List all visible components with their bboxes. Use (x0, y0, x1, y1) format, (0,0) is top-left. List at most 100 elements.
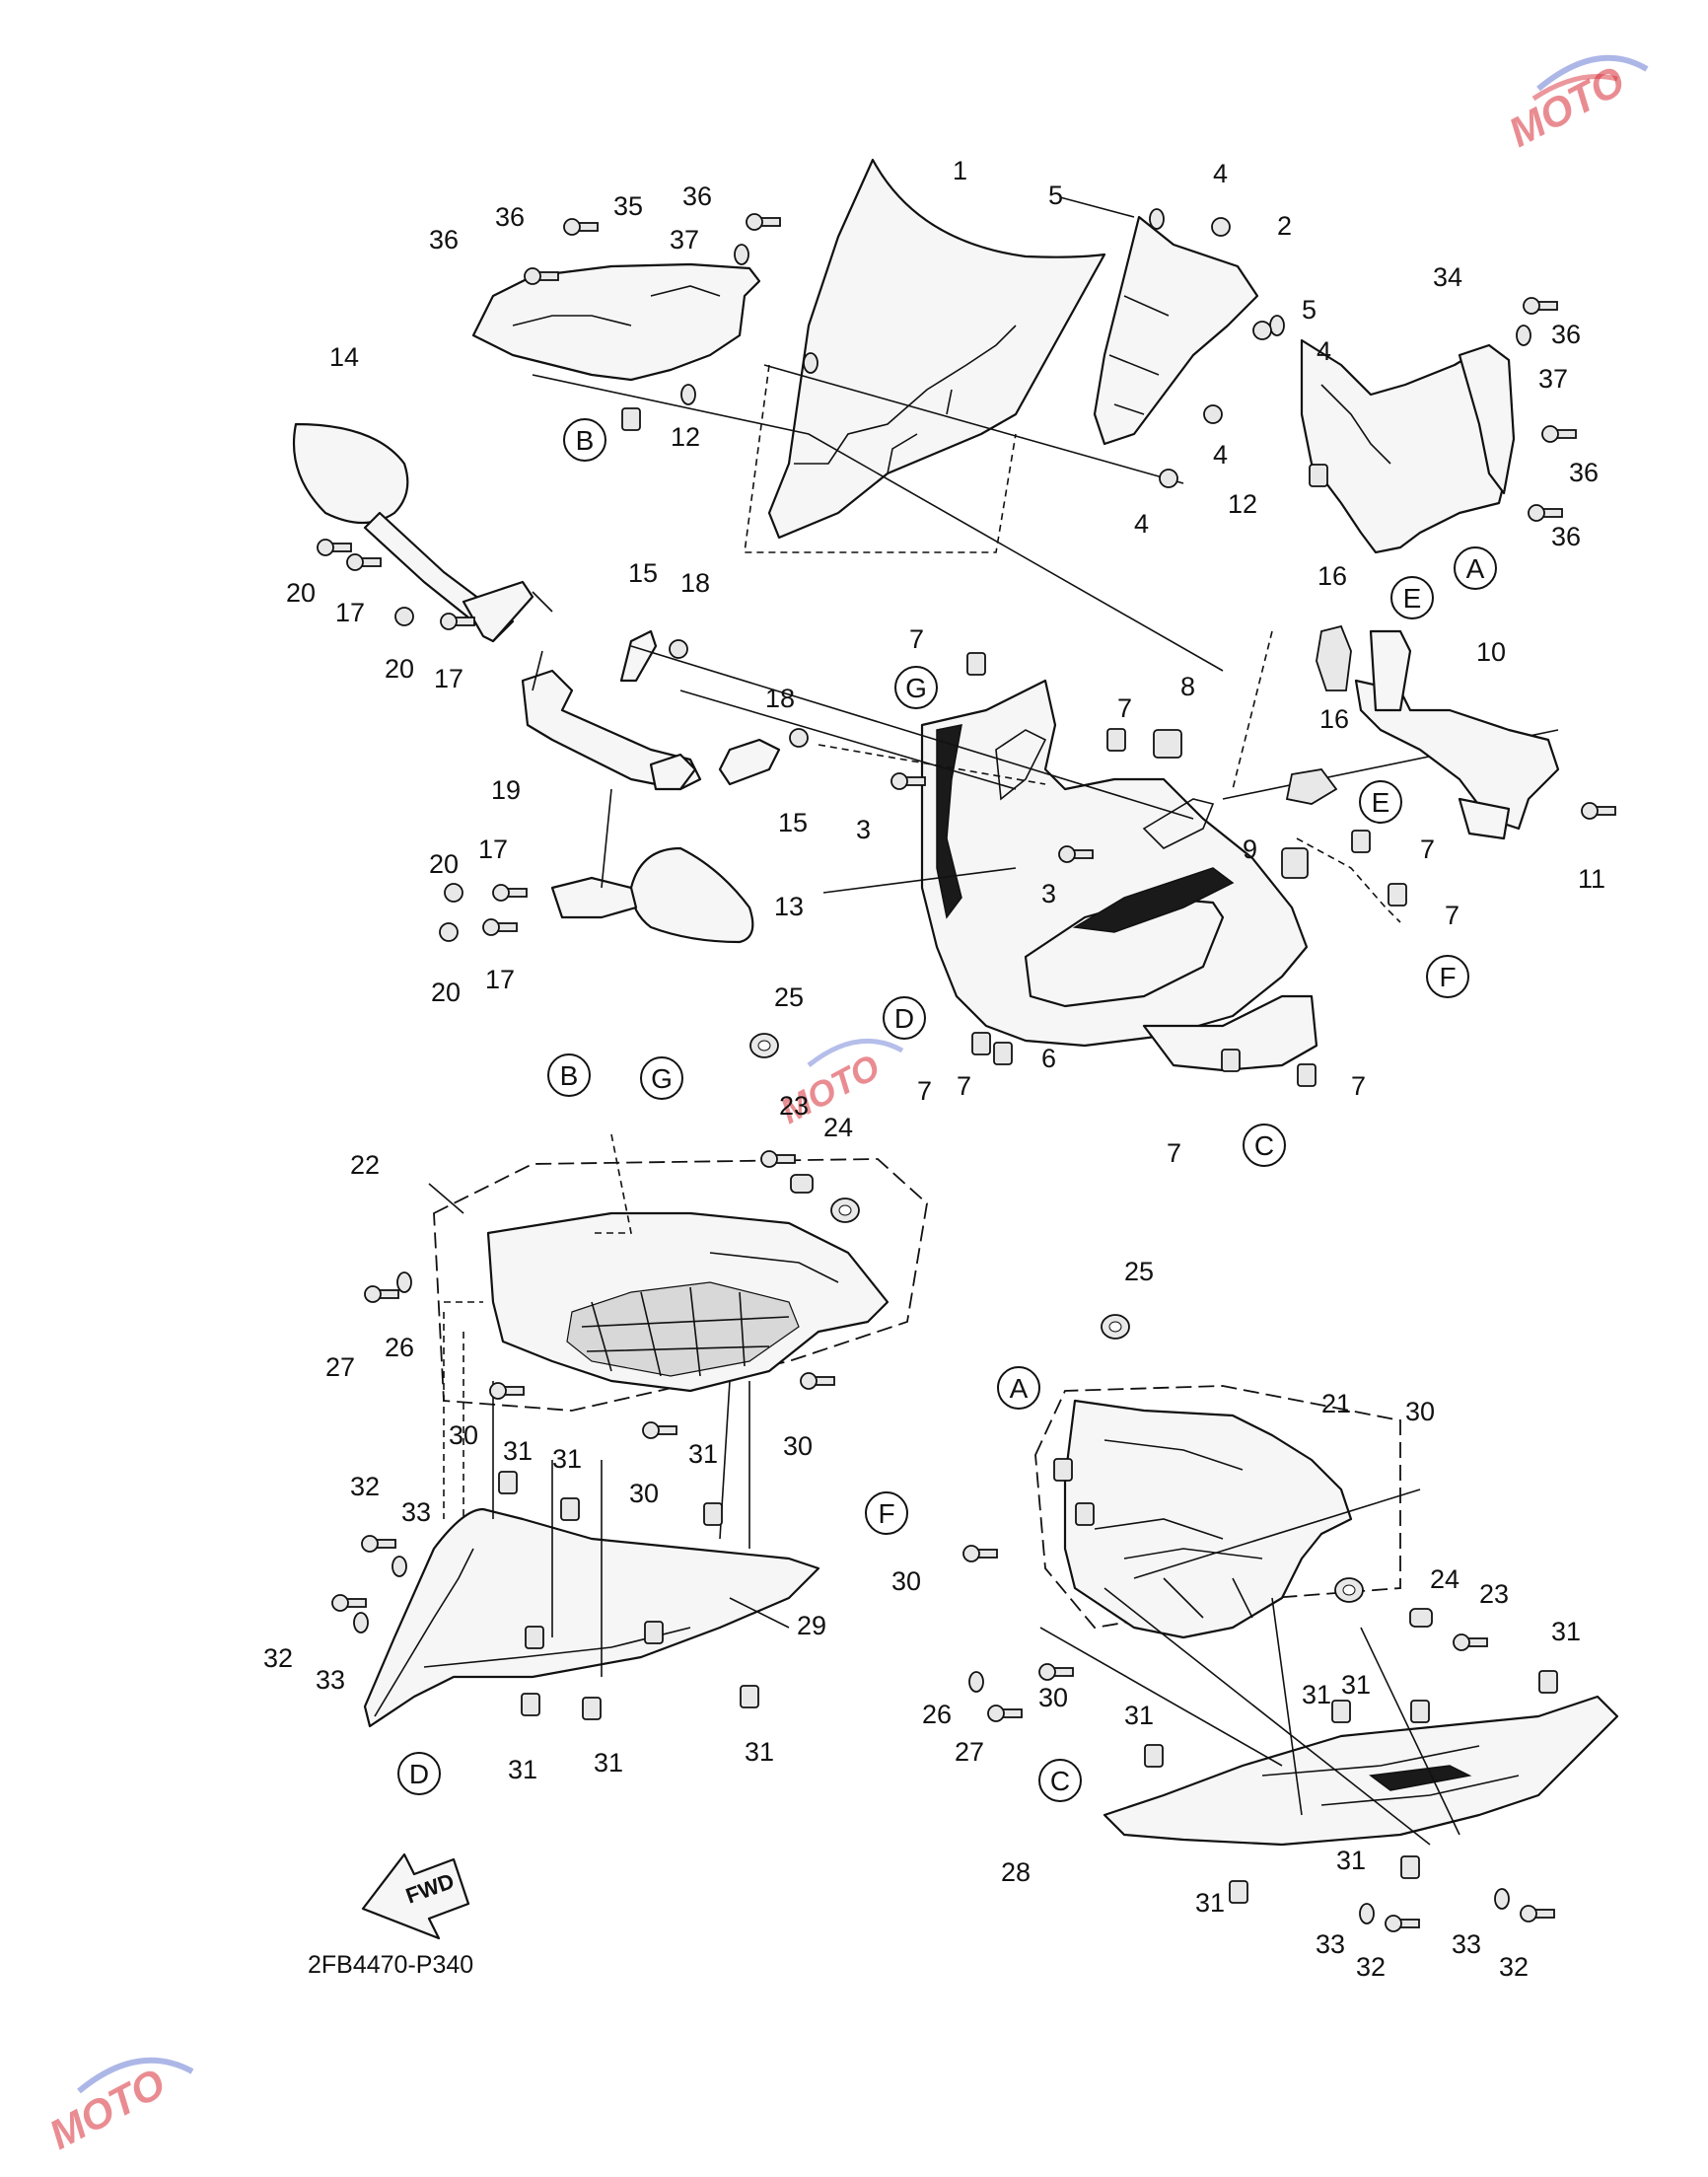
callout-c15a: 15 (628, 558, 658, 588)
leader-line (818, 744, 1046, 785)
callout-c18b: 18 (765, 684, 795, 713)
screw-icon (524, 267, 559, 285)
callout-c31j: 31 (1124, 1701, 1154, 1730)
callout-c35: 35 (613, 191, 643, 221)
callout-c22: 22 (350, 1150, 380, 1180)
leader-line (1133, 1488, 1421, 1579)
reference-circle (1243, 1124, 1286, 1167)
callout-c30c: 30 (783, 1431, 813, 1461)
reference-rF1: F (1426, 955, 1469, 998)
callout-c16a: 16 (1317, 561, 1347, 591)
part-2-inner-panel (1093, 215, 1259, 446)
screw-icon (1581, 802, 1616, 820)
screw-icon (331, 1594, 367, 1612)
leader-line (443, 1312, 464, 1598)
screw-icon (760, 1150, 796, 1168)
callout-c7c: 7 (1420, 835, 1435, 864)
screw-icon (1453, 1633, 1488, 1651)
clip-icon (1221, 1049, 1241, 1072)
screw-icon (962, 1545, 998, 1562)
callout-c4a: 4 (1213, 159, 1228, 188)
reference-rB1: B (563, 418, 606, 462)
fwd-arrow-icon: FWD (361, 1852, 470, 1940)
callout-c20a: 20 (286, 578, 316, 608)
reference-letter: A (1010, 1373, 1029, 1404)
screw-icon (1520, 1905, 1555, 1923)
part-22-side-panel (486, 1211, 890, 1393)
clip-icon (1053, 1458, 1073, 1482)
nut-icon (444, 883, 463, 903)
screw-icon (1385, 1915, 1420, 1932)
reference-rD2: D (397, 1752, 441, 1795)
reference-circle (563, 418, 606, 462)
callout-c31a: 31 (503, 1436, 533, 1466)
callout-c30f: 30 (1038, 1683, 1068, 1712)
callout-c36e: 36 (1569, 458, 1599, 487)
reference-circle (1426, 955, 1469, 998)
washer-icon (391, 1556, 407, 1577)
screw-icon (1523, 297, 1558, 315)
callout-c17d: 17 (485, 965, 515, 994)
reference-rE1: E (1390, 576, 1434, 619)
callout-c5a: 5 (1048, 181, 1063, 210)
screw-icon (440, 613, 475, 630)
callout-c36b: 36 (495, 202, 525, 232)
callout-c20b: 20 (385, 654, 414, 684)
reference-letter: E (1372, 787, 1390, 818)
washer-icon (803, 352, 818, 374)
callout-c34: 34 (1433, 262, 1462, 292)
screw-icon (1038, 1663, 1074, 1681)
washer-icon (734, 244, 749, 265)
reference-letter: G (651, 1063, 673, 1094)
callout-c31e: 31 (594, 1748, 623, 1778)
callout-c30a: 30 (449, 1420, 478, 1450)
leader-line (1039, 1627, 1283, 1767)
callout-c31k: 31 (1336, 1846, 1366, 1875)
callout-c29: 29 (797, 1611, 826, 1640)
callout-c12b: 12 (1228, 489, 1257, 519)
clip-icon (1410, 1700, 1430, 1723)
reference-letter: A (1466, 553, 1485, 584)
callout-c27a: 27 (325, 1352, 355, 1382)
part-15-plate (619, 629, 781, 791)
leader-line (1103, 1587, 1431, 1846)
nut-icon (1252, 321, 1272, 340)
reference-rG1: G (894, 666, 938, 709)
reference-letter: D (894, 1003, 914, 1034)
callout-c31b: 31 (552, 1444, 582, 1474)
callout-c4b: 4 (1317, 336, 1331, 366)
callout-c20d: 20 (431, 978, 461, 1007)
nut-icon (1211, 217, 1231, 237)
callout-c37b: 37 (1538, 364, 1568, 394)
screw-icon (890, 772, 926, 790)
reference-letter: F (878, 1498, 894, 1529)
washer-icon (968, 1671, 984, 1693)
callout-c11: 11 (1578, 864, 1605, 894)
reference-circle (997, 1366, 1040, 1410)
leader-line (729, 1597, 790, 1629)
reference-circle (1359, 780, 1402, 824)
clip-icon (1309, 464, 1328, 487)
callout-c32a: 32 (350, 1472, 380, 1501)
callout-c36d: 36 (1551, 320, 1581, 349)
callout-c30e: 30 (891, 1566, 921, 1596)
callout-c12a: 12 (671, 422, 700, 452)
reference-circle (883, 996, 926, 1040)
reference-circle (1454, 546, 1497, 590)
callout-c4d: 4 (1134, 509, 1149, 539)
clip-icon (1075, 1502, 1095, 1526)
screw-icon (482, 918, 518, 936)
callout-c27b: 27 (955, 1737, 984, 1767)
callout-c31h: 31 (1302, 1680, 1331, 1709)
grommet-icon (1334, 1577, 1364, 1603)
clip-icon (993, 1042, 1013, 1065)
screw-icon (489, 1382, 525, 1400)
callout-c7g: 7 (1351, 1071, 1366, 1101)
clip-icon (498, 1471, 518, 1494)
clip-icon (1538, 1670, 1558, 1694)
screw-icon (987, 1705, 1023, 1722)
watermark-top-right: MOTO (1501, 54, 1649, 156)
reference-rG2: G (640, 1056, 683, 1100)
leader-line (532, 591, 553, 691)
